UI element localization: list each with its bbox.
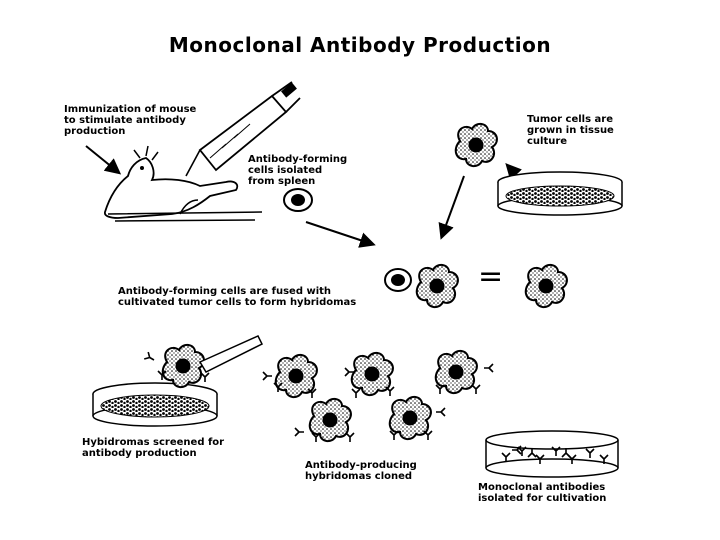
culture-dish-monoclonal [486, 431, 618, 477]
syringe-illustration [186, 82, 300, 176]
arrow-spleen-to-fusion [306, 222, 372, 244]
arrow-tumor-to-fusion [442, 176, 464, 236]
culture-dish-tumor [498, 172, 622, 215]
antibody-forming-cell [284, 189, 312, 211]
culture-dish-screened [93, 336, 262, 426]
arrow-immunization [86, 146, 118, 172]
tumor-cell [456, 124, 497, 166]
cloned-hybridomas [263, 351, 493, 442]
mouse-illustration [105, 146, 262, 221]
hybridoma-cell [526, 265, 567, 307]
fusion-cells [385, 265, 458, 307]
